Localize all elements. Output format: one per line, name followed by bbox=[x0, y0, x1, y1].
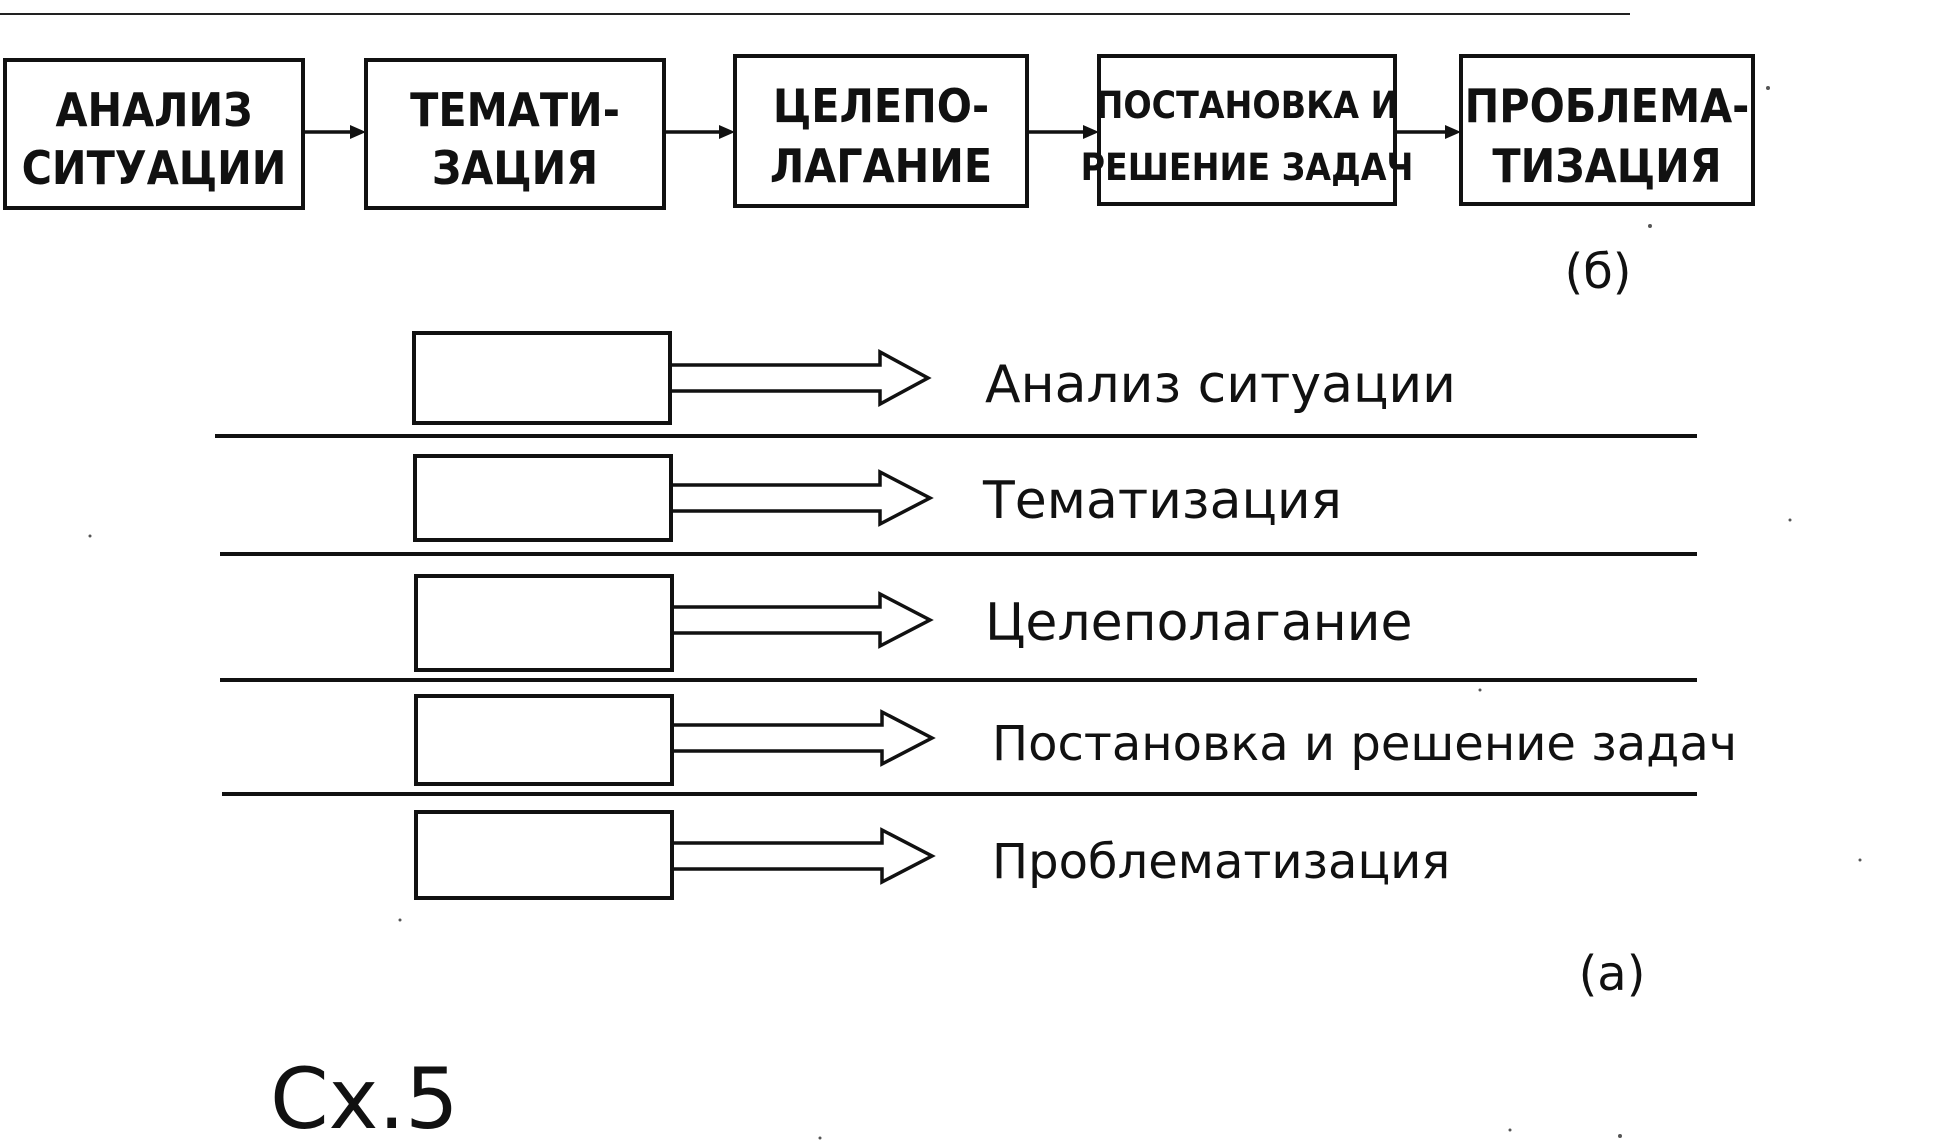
chain-box-goal-setting: ЦЕЛЕПО- ЛАГАНИЕ bbox=[733, 54, 1029, 208]
row-thematization: Тематизация bbox=[413, 454, 1342, 542]
chain-box-goal-setting-line2: ЛАГАНИЕ bbox=[770, 139, 992, 193]
chain-box-problematization-line2: ТИЗАЦИЯ bbox=[1492, 139, 1721, 193]
chain-box-problematization: ПРОБЛЕМА- ТИЗАЦИЯ bbox=[1459, 54, 1755, 206]
row-goal-setting-label: Целеполагание bbox=[985, 593, 1412, 653]
chain-box-task-setting: ПОСТАНОВКА И РЕШЕНИЕ ЗАДАЧ bbox=[1081, 54, 1414, 206]
row-task-setting-label: Постановка и решение задач bbox=[992, 716, 1737, 772]
chain-box-thematization-line1: ТЕМАТИ- bbox=[410, 83, 620, 137]
row-goal-setting-arrow bbox=[670, 591, 934, 649]
chain-arrow-1 bbox=[303, 125, 366, 139]
chain-box-thematization-line2: ЗАЦИЯ bbox=[432, 141, 598, 195]
chain-box-problematization-line1: ПРОБЛЕМА- bbox=[1465, 79, 1750, 133]
scan-specks bbox=[88, 86, 1862, 1140]
row-analysis-box bbox=[412, 331, 672, 425]
chain-box-thematization: ТЕМАТИ- ЗАЦИЯ bbox=[364, 58, 666, 210]
row-thematization-label: Тематизация bbox=[982, 471, 1342, 531]
row-analysis-arrow bbox=[668, 349, 932, 407]
panel-b-label: (б) bbox=[1564, 244, 1631, 300]
row-analysis-label: Анализ ситуации bbox=[985, 355, 1456, 415]
row-problematization: Проблематизация bbox=[414, 810, 1450, 900]
chain-box-analysis-line1: АНАЛИЗ bbox=[55, 83, 252, 137]
row-goal-setting-box bbox=[414, 574, 674, 672]
chain-box-analysis: АНАЛИЗ СИТУАЦИИ bbox=[3, 58, 305, 210]
row-task-setting-arrow bbox=[670, 709, 936, 767]
chain-box-task-setting-line1: ПОСТАНОВКА И bbox=[1096, 84, 1399, 127]
panel-a: Анализ ситуации Тематизация Целеполагани… bbox=[215, 331, 1737, 1002]
row-problematization-box bbox=[414, 810, 674, 900]
row-task-setting: Постановка и решение задач bbox=[414, 694, 1737, 786]
chain-arrow-4 bbox=[1395, 125, 1461, 139]
row-problematization-arrow bbox=[670, 827, 936, 885]
row-task-setting-box bbox=[414, 694, 674, 786]
row-problematization-label: Проблематизация bbox=[992, 834, 1450, 890]
row-goal-setting: Целеполагание bbox=[414, 574, 1412, 672]
chain-box-task-setting-line2: РЕШЕНИЕ ЗАДАЧ bbox=[1081, 146, 1414, 189]
figure-label: Сх.5 bbox=[270, 1050, 459, 1142]
chain-arrow-2 bbox=[664, 125, 735, 139]
panel-a-label: (а) bbox=[1579, 946, 1646, 1002]
panel-b: АНАЛИЗ СИТУАЦИИ ТЕМАТИ- ЗАЦИЯ ЦЕЛЕПО- ЛА… bbox=[3, 54, 1755, 300]
row-analysis: Анализ ситуации bbox=[412, 331, 1456, 425]
row-thematization-arrow bbox=[669, 469, 934, 527]
row-thematization-box bbox=[413, 454, 673, 542]
chain-box-analysis-line2: СИТУАЦИИ bbox=[22, 141, 287, 195]
chain-box-goal-setting-line1: ЦЕЛЕПО- bbox=[773, 79, 989, 133]
chain-arrow-3 bbox=[1027, 125, 1099, 139]
